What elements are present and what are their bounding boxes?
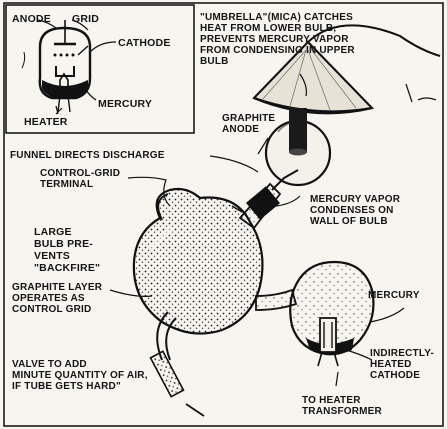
- mercury-bulb: [290, 262, 373, 366]
- inset-mercury-label: MERCURY: [98, 98, 152, 110]
- heater-transformer-callout: TO HEATER TRANSFORMER: [302, 395, 382, 417]
- inset-cathode-label: CATHODE: [118, 37, 171, 49]
- graphite-anode-callout: GRAPHITE ANODE: [222, 113, 275, 135]
- control-grid-terminal-callout: CONTROL-GRID TERMINAL: [40, 168, 120, 190]
- large-bulb-callout: LARGE BULB PRE- VENTS "BACKFIRE": [34, 226, 100, 274]
- inset-heater-label: HEATER: [24, 116, 68, 128]
- umbrella-callout: "UMBRELLA"(MICA) CATCHES HEAT FROM LOWER…: [200, 12, 355, 67]
- indirectly-heated-cathode-callout: INDIRECTLY- HEATED CATHODE: [370, 348, 434, 381]
- graphite-layer-callout: GRAPHITE LAYER OPERATES AS CONTROL GRID: [12, 282, 102, 315]
- inset-grid-label: GRID: [72, 13, 99, 25]
- mercury-vapor-callout: MERCURY VAPOR CONDENSES ON WALL OF BULB: [310, 194, 400, 227]
- inset-anode-label: ANODE: [12, 13, 51, 25]
- valve-callout: VALVE TO ADD MINUTE QUANTITY OF AIR, IF …: [12, 359, 148, 392]
- upper-anode-bulb: [266, 108, 330, 190]
- mercury-callout: MERCURY: [368, 290, 420, 301]
- funnel-callout: FUNNEL DIRECTS DISCHARGE: [10, 150, 165, 161]
- large-backfire-bulb: [134, 189, 263, 334]
